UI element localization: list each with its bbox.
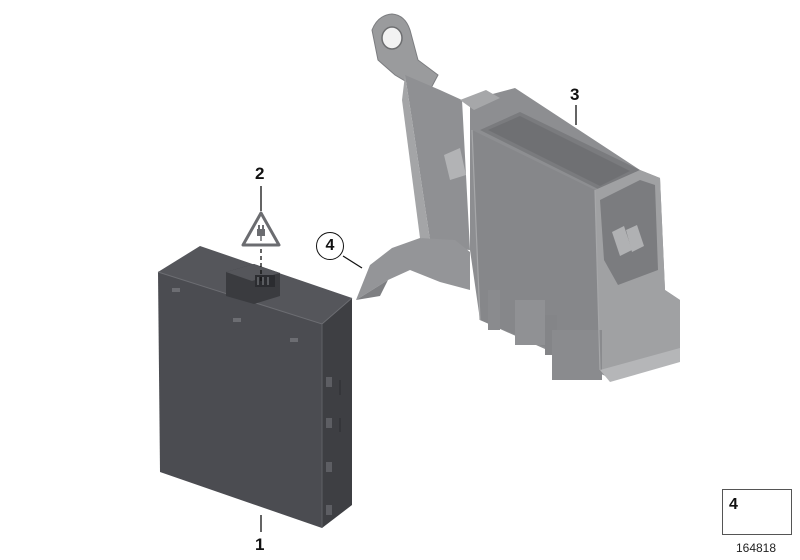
part-label-1: 1 bbox=[255, 535, 265, 554]
part-label-2: 2 bbox=[255, 164, 265, 183]
control-unit-part-1 bbox=[157, 246, 353, 528]
esd-warning-icon bbox=[241, 211, 281, 247]
bracket-part-3 bbox=[356, 13, 680, 382]
leader-line-4 bbox=[342, 255, 363, 269]
diagram-reference-number: 164818 bbox=[735, 541, 777, 555]
inset-part-number: 4 bbox=[729, 496, 738, 513]
part-label-3: 3 bbox=[570, 85, 580, 104]
part-callout-4: 4 bbox=[316, 232, 344, 260]
nut-inset-box: 4 bbox=[722, 489, 792, 535]
